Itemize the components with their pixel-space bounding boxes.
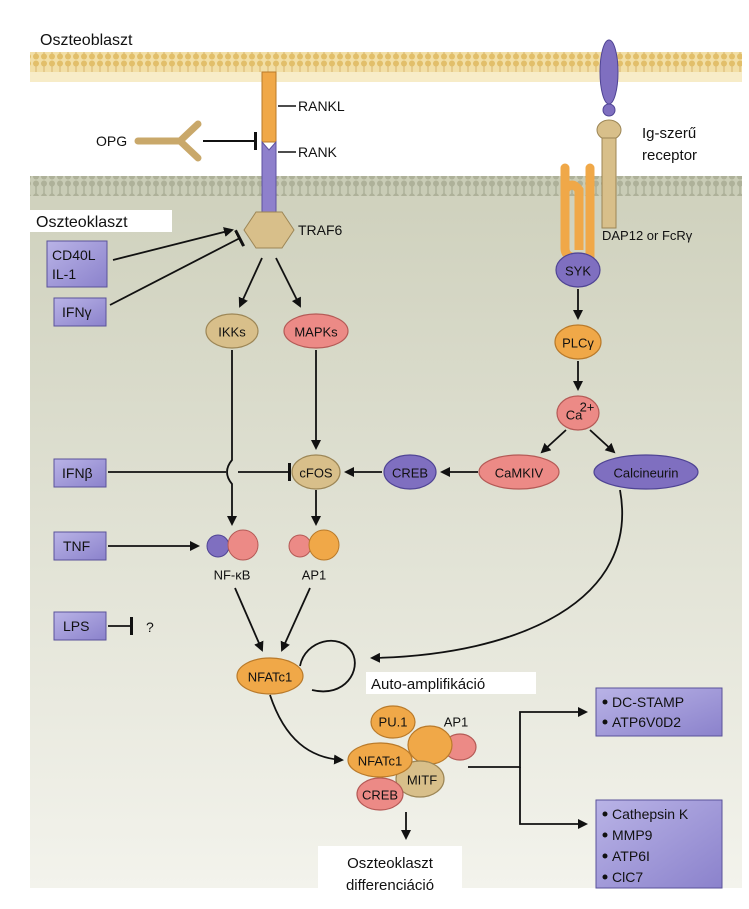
edge-complex-targets-2 [519,767,588,829]
rankl-label: RANKL [298,98,345,114]
target-gene-cathepsin-k: Cathepsin K [612,806,689,822]
target-genes-box-2 [595,799,723,889]
opg-molecule [134,120,202,162]
ap1-label: AP1 [302,568,327,583]
osteoclast-label: Oszteoklaszt [36,214,128,231]
osteoblast-membrane [30,52,742,72]
outcome-line-2: differenciáció [346,877,434,894]
camkiv-label: CaMKIV [495,466,544,481]
edge-ikks-nfkb [226,350,237,526]
nfatc1-label: NFATc1 [248,670,293,685]
lps-label: LPS [63,618,89,634]
ifng-label: IFNγ [62,304,92,320]
ap1-subunit-2 [308,529,340,561]
rank-label: RANK [298,144,338,160]
osteoblast-label: Oszteoblaszt [40,32,133,49]
complex-ap1-label: AP1 [444,715,469,730]
cfos-label: cFOS [299,466,333,481]
mapks-label: MAPKs [294,325,338,340]
ifnb-box [53,458,107,488]
auto-amplification-loop [299,639,356,693]
plcg-node [554,324,602,360]
ig-receptor-stalk [601,137,617,229]
creb-node [383,454,437,490]
creb-label: CREB [392,466,428,481]
syk-label: SYK [565,264,591,279]
nfkb-subunit-2 [227,529,259,561]
traf6-label: TRAF6 [298,222,343,238]
calcium-label: Ca [566,408,583,423]
target-gene-dc-stamp: DC-STAMP [612,694,684,710]
rank-molecule [261,140,277,213]
tnf-label: TNF [63,538,90,554]
camkiv-node [478,454,560,490]
ig-receptor-label-2: receptor [642,147,697,164]
edge-traf6-mapks [275,257,301,308]
opg-label: OPG [96,133,127,149]
ifng-box [53,297,107,327]
calcineurin-label: Calcineurin [613,466,678,481]
ifnb-label: IFNβ [62,465,93,481]
outcome-bg [318,846,462,904]
nfkb-subunit-1 [206,534,230,558]
target-gene-atp6i: ATP6I [612,848,650,864]
ig-receptor-ligand [599,39,619,105]
edge-ifng-traf6 [109,229,246,306]
calcium-charge: 2+ [580,400,595,415]
osteoclast-label-bg [30,210,172,232]
cd40l-il1-box [46,240,108,288]
mapks-node [283,313,349,349]
rankl-molecule [261,71,277,143]
ikks-label: IKKs [218,325,246,340]
osteoblast-label-bg [30,28,170,50]
edge-ca-calcineurin [589,429,616,454]
ikks-node [205,313,259,349]
edge-ca-camkiv [540,429,567,454]
target-gene-clc7: ClC7 [612,869,643,885]
edge-calcineurin-nfatc1 [370,489,623,663]
target-genes-box-1 [595,687,723,737]
complex-nfatc1-label: NFATc1 [358,754,403,769]
edge-nfatc1-complex [269,694,344,765]
syk-node [555,252,601,288]
cd40l-label: CD40L [52,247,96,263]
target-genes-list-1: DC-STAMP ATP6V0D2 [612,694,684,730]
complex-creb-label: CREB [362,788,398,803]
nfkb-label: NF-κB [214,568,251,583]
lps-unknown-mark: ? [146,619,154,635]
il1-label: IL-1 [52,266,76,282]
osteoclast-membrane [30,176,742,196]
dap12-label: DAP12 or FcRγ [602,228,693,243]
mitf-label: MITF [407,773,437,788]
calcineurin-node [593,454,699,490]
ap1-subunit-1 [288,534,312,558]
edge-cd40l-traf6 [112,227,234,261]
transcription-complex [347,705,477,811]
calcium-node [556,395,600,431]
target-gene-mmp9: MMP9 [612,827,653,843]
auto-amplification-label: Auto-amplifikáció [371,676,485,693]
edge-ap1-nfatc1 [280,587,311,652]
edge-traf6-ikks [238,257,263,308]
nfatc1-node [236,657,304,695]
lps-box [53,611,107,641]
plcg-label: PLCγ [562,336,594,351]
tnf-box [53,531,107,561]
outcome-line-1: Oszteoklaszt [347,855,434,872]
edge-nfkb-nfatc1 [234,587,264,652]
target-gene-atp6v0d2: ATP6V0D2 [612,714,681,730]
edges [108,227,623,840]
ig-receptor-label-1: Ig-szerű [642,125,696,142]
edge-complex-targets-1 [468,707,588,768]
auto-amplification-label-bg [366,672,536,694]
ig-receptor-domain [596,119,622,141]
pu1-label: PU.1 [379,715,408,730]
